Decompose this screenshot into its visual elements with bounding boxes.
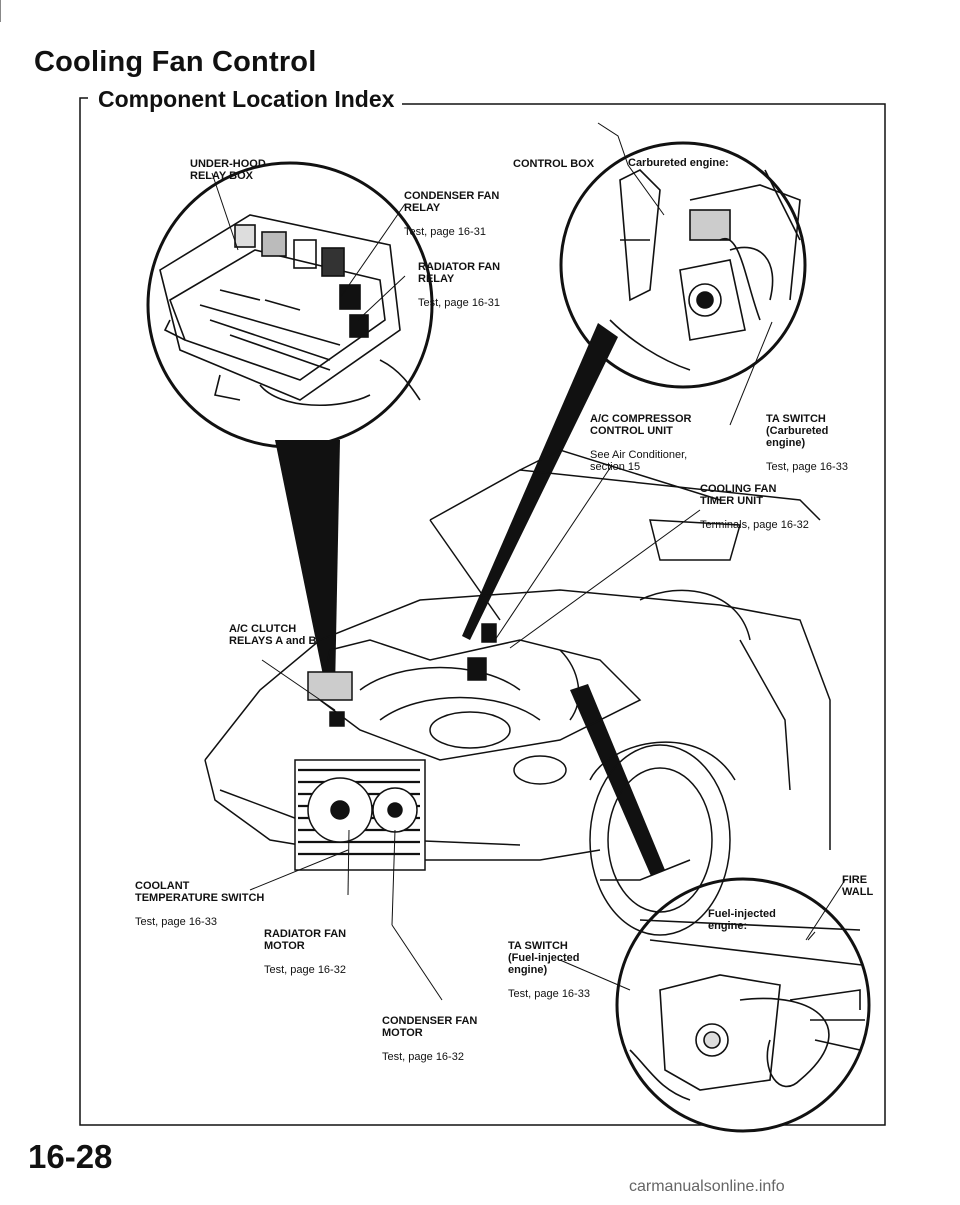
coolant-temperature-switch-label: COOLANT TEMPERATURE SWITCH Test, page 16… bbox=[135, 880, 265, 928]
cooling-fan-timer-unit-label: COOLING FAN TIMER UNIT Terminals, page 1… bbox=[700, 483, 809, 531]
page-title: Cooling Fan Control bbox=[34, 46, 317, 78]
ac-compressor-control-unit-label: A/C COMPRESSOR CONTROL UNIT See Air Cond… bbox=[590, 413, 692, 473]
radiator-fan-relay-label: RADIATOR FAN RELAY Test, page 16-31 bbox=[418, 261, 501, 309]
page-number: 16-28 bbox=[28, 1138, 113, 1175]
underhood-relay-box-label: UNDER-HOOD RELAY BOX bbox=[190, 158, 266, 182]
section-subtitle: Component Location Index bbox=[90, 86, 403, 113]
carbureted-detail-circle bbox=[462, 141, 807, 640]
relay-box-detail-circle bbox=[146, 161, 434, 690]
ta-switch-carbureted-label: TA SWITCH (Carbureted engine) Test, page… bbox=[766, 413, 848, 473]
carbureted-engine-label: Carbureted engine: bbox=[628, 157, 729, 169]
ac-clutch-relays-label: A/C CLUTCH RELAYS A and B bbox=[229, 623, 317, 647]
condenser-fan-relay-label: CONDENSER FAN RELAY Test, page 16-31 bbox=[404, 190, 500, 238]
fuel-injected-detail-circle bbox=[570, 684, 871, 1133]
leader-lines bbox=[211, 122, 846, 1001]
car-illustration bbox=[204, 449, 831, 936]
control-box-label: CONTROL BOX bbox=[513, 158, 595, 170]
condenser-fan-motor-label: CONDENSER FAN MOTOR Test, page 16-32 bbox=[382, 1015, 478, 1063]
firewall-label: FIRE WALL bbox=[842, 874, 874, 898]
ta-switch-fuel-injected-label: TA SWITCH (Fuel-injected engine) Test, p… bbox=[508, 940, 590, 1000]
radiator-fan-motor-label: RADIATOR FAN MOTOR Test, page 16-32 bbox=[264, 928, 347, 976]
fuel-injected-engine-label: Fuel-injected engine: bbox=[708, 908, 776, 932]
watermark: carmanualsonline.info bbox=[629, 1178, 785, 1195]
section-frame bbox=[0, 0, 886, 1126]
